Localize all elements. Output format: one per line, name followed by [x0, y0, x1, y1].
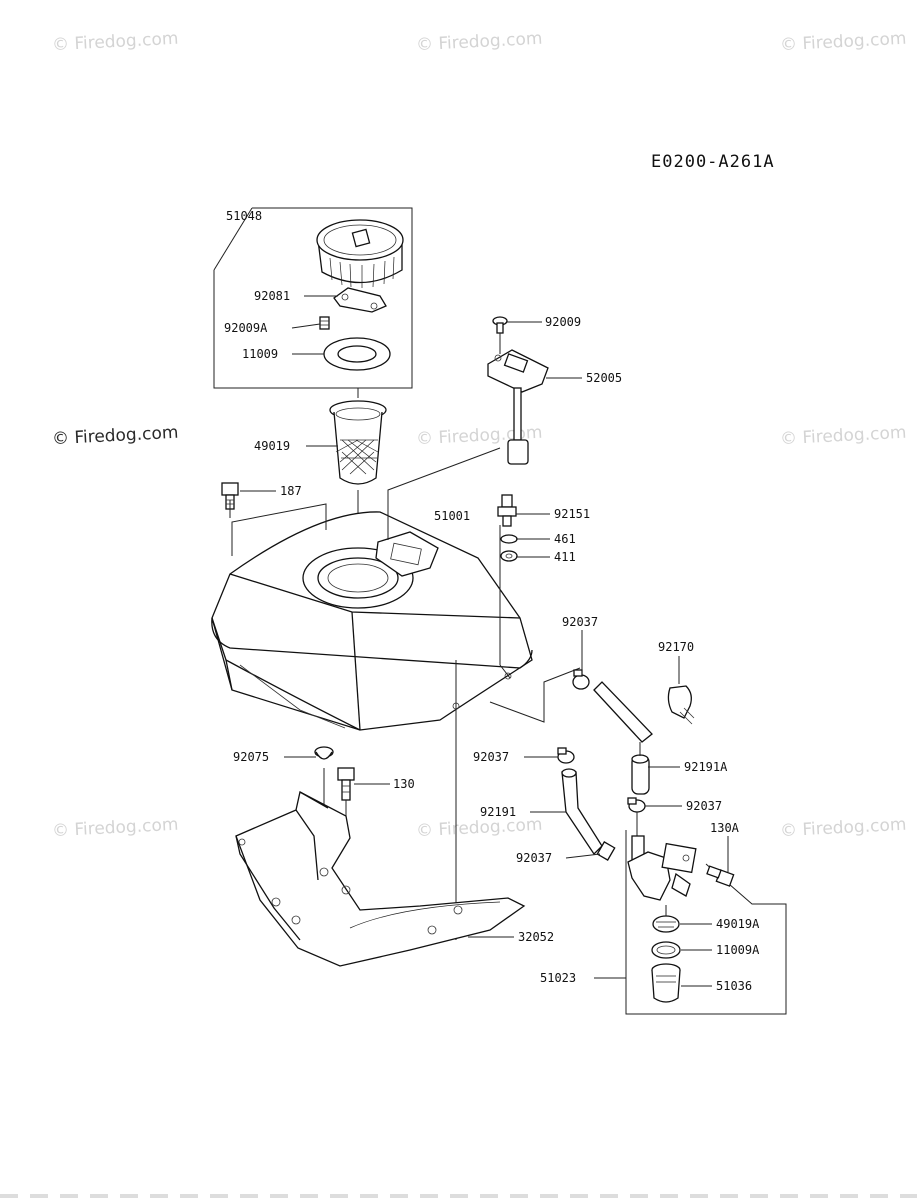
cock-gasket-part: [651, 941, 681, 959]
sediment-cup-part: [651, 963, 681, 1003]
washer-411-part: [500, 550, 518, 562]
footer-dotted-rule: [0, 1194, 917, 1198]
cock-filter-screen-part: [652, 915, 680, 933]
label-461: 461: [554, 532, 576, 546]
fuel-hose-92191A-lower-part: [631, 754, 650, 795]
label-92081: 92081: [254, 289, 290, 303]
hose-clamp-cock-part: [627, 797, 646, 813]
screw-92009-part: [492, 316, 508, 334]
fuel-gauge-part: [487, 349, 549, 465]
label-92037-mid: 92037: [473, 750, 509, 764]
clip-92170-part: [667, 685, 695, 725]
label-11009: 11009: [242, 347, 278, 361]
label-187: 187: [280, 484, 302, 498]
fuel-hose-92191-part: [561, 768, 603, 856]
label-130A: 130A: [710, 821, 740, 835]
label-49019: 49019: [254, 439, 290, 453]
hose-clamp-top-part: [572, 669, 590, 690]
label-51048: 51048: [226, 209, 262, 223]
bolt-130-part: [337, 767, 355, 801]
label-51036: 51036: [716, 979, 752, 993]
clip-461-part: [500, 534, 518, 544]
label-411: 411: [554, 550, 576, 564]
label-92037-cock: 92037: [686, 799, 722, 813]
fuel-cock-part: [627, 835, 697, 901]
vent-fitting-part: [497, 494, 517, 527]
label-51001: 51001: [434, 509, 470, 523]
label-92075: 92075: [233, 750, 269, 764]
hose-clamp-bottom-part: [596, 841, 616, 861]
cap-assembly-group-box: [213, 207, 413, 389]
label-32052: 32052: [518, 930, 554, 944]
fuel-hose-92191A-upper-part: [593, 681, 653, 743]
label-92009: 92009: [545, 315, 581, 329]
label-52005: 52005: [586, 371, 622, 385]
label-11009A: 11009A: [716, 943, 760, 957]
bolt-130A-part: [706, 865, 735, 887]
cap-plate-part: [333, 287, 387, 313]
hose-clamp-mid-part: [557, 747, 575, 764]
label-92151: 92151: [554, 507, 590, 521]
tank-bracket-part: [235, 791, 526, 967]
label-51023: 51023: [540, 971, 576, 985]
fuel-cap-part: [316, 219, 404, 288]
cap-gasket-part: [323, 337, 391, 371]
diagram-code: E0200-A261A: [651, 152, 775, 172]
fuel-filter-part: [329, 400, 387, 485]
label-92037-bottom: 92037: [516, 851, 552, 865]
label-92170: 92170: [658, 640, 694, 654]
label-92009A: 92009A: [224, 321, 268, 335]
small-screw-part: [319, 316, 330, 330]
label-92037-top: 92037: [562, 615, 598, 629]
label-130: 130: [393, 777, 415, 791]
rubber-cap-92075-part: [314, 746, 334, 760]
label-49019A: 49019A: [716, 917, 760, 931]
label-92191: 92191: [480, 805, 516, 819]
fuel-tank-part: [211, 511, 533, 731]
label-92191A: 92191A: [684, 760, 728, 774]
